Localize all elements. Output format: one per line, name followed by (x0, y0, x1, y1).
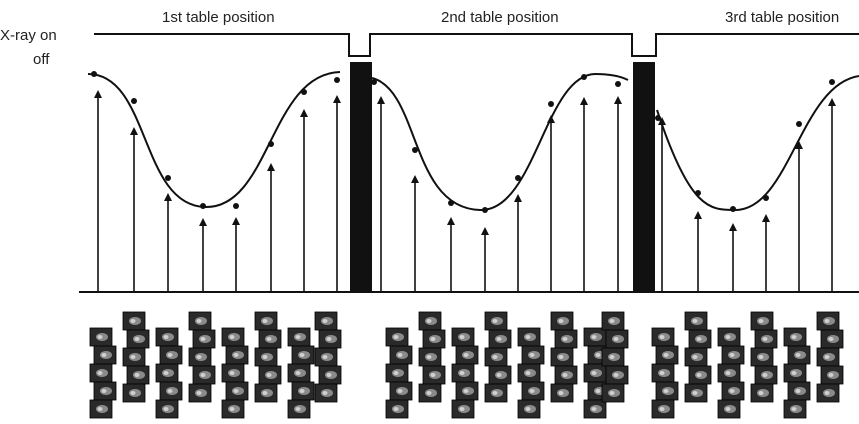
ct-slice-stack-icon (484, 311, 512, 403)
acquisition-arrow (411, 175, 419, 292)
ct-slice-stack-icon (188, 311, 216, 403)
motion-curve-segment-2 (371, 72, 629, 212)
ct-slice-stack-icon (221, 327, 249, 419)
acquisition-arrow (164, 193, 172, 292)
curve-sample-dot (730, 206, 736, 212)
curve-sample-dot (515, 175, 521, 181)
image-slice-stacks (89, 311, 844, 419)
acquisition-arrow (447, 217, 455, 292)
xray-on-label: X-ray on (0, 27, 57, 44)
acquisition-arrow (481, 227, 489, 292)
curve-sample-dot (412, 147, 418, 153)
acquisition-arrow (514, 194, 522, 292)
acquisition-arrow (94, 90, 102, 292)
table-position-1-label: 1st table position (162, 9, 275, 26)
ct-slice-stack-icon (122, 311, 150, 403)
ct-slice-stack-icon (651, 327, 679, 419)
table-move-block-2 (633, 62, 655, 293)
ct-slice-stack-icon (717, 327, 745, 419)
curve-sample-dot (200, 203, 206, 209)
ct-slice-stack-icon (601, 311, 629, 403)
curve-sample-dot (695, 190, 701, 196)
acquisition-arrow (333, 95, 341, 292)
ct-slice-stack-icon (418, 311, 446, 403)
acquisition-arrow (232, 217, 240, 292)
xray-timing-trace (94, 33, 859, 57)
curve-sample-dot (268, 141, 274, 147)
curve-sample-dot (165, 175, 171, 181)
curve-sample-dot (581, 74, 587, 80)
ct-slice-stack-icon (314, 311, 342, 403)
ct-slice-stack-icon (517, 327, 545, 419)
ct-slice-stack-icon (155, 327, 183, 419)
curve-sample-dot (334, 77, 340, 83)
curve-sample-dot (796, 121, 802, 127)
table-position-2-label: 2nd table position (441, 9, 559, 26)
xray-off-label: off (33, 51, 50, 68)
table-position-3-label: 3rd table position (725, 9, 839, 26)
ct-slice-stack-icon (451, 327, 479, 419)
ct-slice-stack-icon (287, 327, 315, 419)
curve-sample-dot (233, 203, 239, 209)
curve-sample-dot (615, 81, 621, 87)
acquisition-arrow (300, 109, 308, 292)
ct-slice-stack-icon (385, 327, 413, 419)
curve-sample-dot (655, 115, 661, 121)
motion-curve-segment-3 (656, 75, 859, 212)
acquisition-arrow (199, 218, 207, 292)
curve-sample-dot (448, 200, 454, 206)
acquisition-arrow (580, 97, 588, 292)
acquisition-arrows (94, 90, 836, 292)
curve-sample-dot (763, 195, 769, 201)
acquisition-arrow (762, 214, 770, 292)
table-move-block-1 (350, 62, 372, 293)
acquisition-arrow (828, 98, 836, 292)
acquisition-arrow (658, 117, 666, 292)
ct-slice-stack-icon (550, 311, 578, 403)
acquisition-arrow (547, 115, 555, 292)
curve-sample-dot (91, 71, 97, 77)
acquisition-arrow (130, 127, 138, 292)
curve-sample-points (91, 71, 835, 213)
acquisition-arrow (614, 96, 622, 292)
curve-sample-dot (548, 101, 554, 107)
acquisition-arrow (267, 163, 275, 292)
ct-slice-stack-icon (684, 311, 712, 403)
ct-slice-stack-icon (783, 327, 811, 419)
acquisition-arrow (694, 211, 702, 292)
acquisition-arrow (729, 223, 737, 292)
ct-slice-stack-icon (816, 311, 844, 403)
ct-slice-stack-icon (89, 327, 117, 419)
ct-slice-stack-icon (750, 311, 778, 403)
curve-sample-dot (371, 79, 377, 85)
acquisition-arrow (377, 96, 385, 292)
curve-sample-dot (301, 89, 307, 95)
curve-sample-dot (482, 207, 488, 213)
curve-sample-dot (131, 98, 137, 104)
acquisition-arrow (795, 141, 803, 292)
ct-slice-stack-icon (254, 311, 282, 403)
curve-sample-dot (829, 79, 835, 85)
